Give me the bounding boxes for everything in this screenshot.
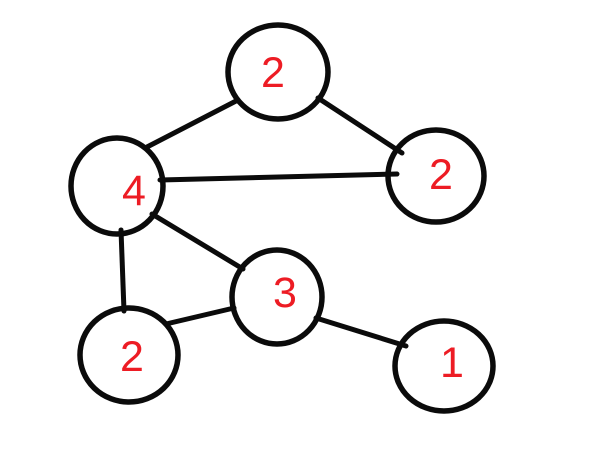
graph-node-n-bottom-left [77, 305, 181, 405]
graph-node-n-mid [229, 247, 325, 347]
graph-edge-n-left-n-bottom-left [118, 227, 127, 314]
graph-edge-n-left-n-mid [149, 211, 246, 272]
graph-node-n-bottom-right [392, 318, 496, 414]
node-label-n-mid: 3 [273, 269, 297, 317]
graph-edge-n-left-n-right [157, 171, 400, 183]
graph-node-n-left [68, 135, 166, 237]
node-label-n-right: 2 [429, 151, 453, 199]
graph-node-n-top [225, 22, 331, 122]
node-label-n-top: 2 [261, 49, 285, 97]
graph-edge-n-mid-n-bottom-left [163, 305, 237, 327]
graph-edge-n-mid-n-bottom-right [313, 315, 409, 349]
node-label-n-left: 4 [122, 167, 146, 215]
node-label-n-bottom-right: 1 [440, 339, 464, 387]
graph-edge-n-top-n-right [315, 95, 405, 156]
graph-edge-n-top-n-left [144, 98, 239, 150]
node-label-n-bottom-left: 2 [120, 333, 144, 381]
